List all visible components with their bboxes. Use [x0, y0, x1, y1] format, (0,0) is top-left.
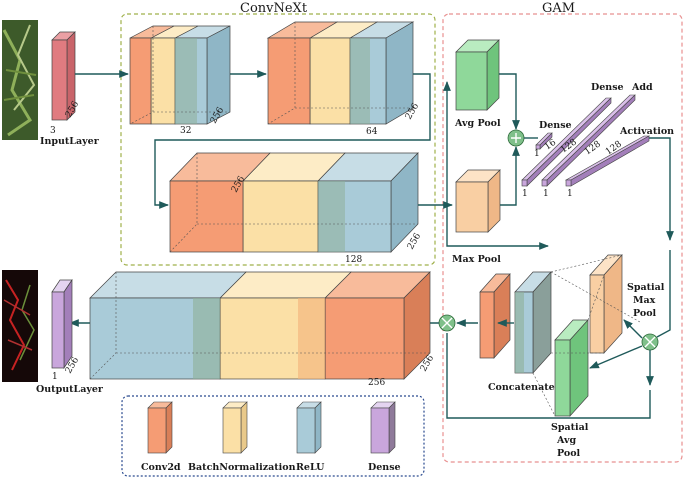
dense-one-a-label: 1 — [534, 149, 540, 159]
convnext-frame — [120, 13, 436, 266]
final-block — [89, 271, 431, 380]
legend-dense-label: Dense — [368, 462, 401, 473]
legend-conv2d-swatch — [147, 401, 173, 454]
dense-bar-small — [535, 132, 553, 150]
spatial-conv-block — [479, 273, 511, 359]
dense-bar-2 — [541, 94, 636, 187]
block1-channels-label: 32 — [180, 126, 191, 136]
concatenate-label: Concatenate — [488, 382, 555, 393]
convnext-block-3 — [169, 152, 419, 253]
input-layer-block — [51, 31, 76, 121]
legend-batchnorm-label: BatchNormalization — [188, 462, 296, 473]
dense-bar-3 — [564, 135, 651, 187]
block3-size-label: 256 — [406, 231, 423, 251]
avg-pool-block — [455, 39, 500, 111]
output-layer-block — [51, 278, 73, 370]
spatial-max-pool-label-1: Spatial — [627, 282, 665, 293]
gam-frame — [442, 13, 683, 463]
convnext-title: ConvNeXt — [240, 1, 308, 16]
block2-channels-label: 64 — [366, 127, 378, 137]
multiply-op-circle-right — [641, 333, 659, 351]
add-label: Add — [631, 82, 653, 93]
input-image — [2, 20, 38, 140]
spatial-max-pool-label-3: Pool — [633, 308, 657, 319]
input-channels-label: 3 — [50, 126, 56, 136]
dense-one-c-label: 1 — [543, 189, 549, 199]
legend-frame — [121, 395, 425, 477]
block3-channels-label: 128 — [345, 255, 362, 265]
add-op-circle — [507, 129, 525, 147]
multiply-op-circle-left — [438, 314, 456, 332]
convnext-block-2 — [266, 21, 415, 125]
spatial-avg-pool-block — [554, 319, 589, 417]
dense-mid-label: Dense — [539, 120, 572, 131]
output-image — [2, 270, 38, 382]
legend-conv2d-label: Conv2d — [141, 462, 181, 473]
dense-one-b-label: 1 — [522, 189, 528, 199]
max-pool-block — [455, 169, 501, 233]
concatenate-block — [514, 271, 552, 374]
input-layer-label: InputLayer — [40, 136, 100, 147]
dense-top-label: Dense — [591, 82, 624, 93]
spatial-avg-pool-label-3: Pool — [557, 448, 581, 459]
activation-label: Activation — [619, 126, 674, 137]
legend-relu-swatch — [296, 401, 322, 454]
output-channels-label: 1 — [52, 372, 58, 382]
dense-bar-1 — [521, 97, 612, 187]
output-layer-label: OutputLayer — [36, 384, 104, 395]
final-size-label: 256 — [368, 378, 385, 388]
legend-relu-label: ReLU — [296, 462, 325, 473]
legend-batchnorm-swatch — [222, 401, 248, 454]
spatial-max-pool-label-2: Max — [633, 295, 656, 306]
spatial-avg-pool-label-2: Avg — [556, 435, 577, 446]
spatial-avg-pool-label-1: Spatial — [551, 422, 589, 433]
convnext-block-1 — [129, 25, 231, 125]
max-pool-label: Max Pool — [452, 254, 501, 265]
dense-one-d-label: 1 — [567, 189, 573, 199]
spatial-max-pool-block — [589, 254, 623, 354]
gam-title: GAM — [542, 1, 575, 16]
avg-pool-label: Avg Pool — [454, 118, 501, 129]
legend-dense-swatch — [370, 401, 396, 454]
